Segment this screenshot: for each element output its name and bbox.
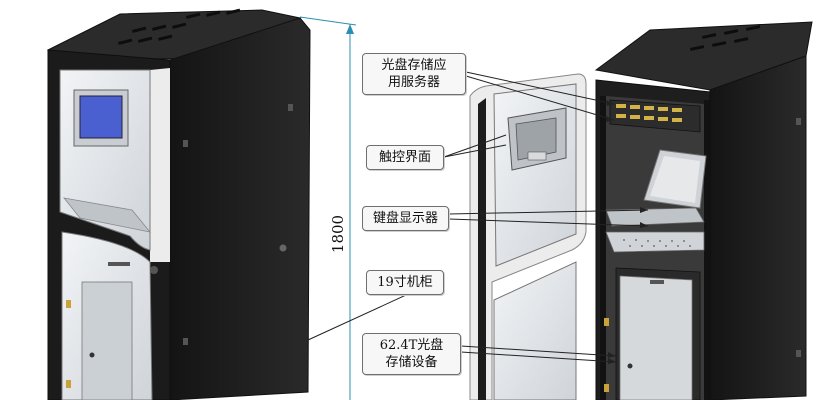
callout-server-line1: 光盘存储应 [381,58,447,73]
callout-cabinet-label: 19寸机柜 [377,275,433,290]
callout-kvm: 键盘显示器 [362,206,449,231]
left-cabinet [46,8,311,400]
callout-server-line2: 用服务器 [387,75,440,90]
open-door [469,73,587,400]
callout-storage: 62.4T光盘 存储设备 [362,333,461,375]
callout-touch-label: 触控界面 [378,150,431,165]
callout-cabinet: 19寸机柜 [366,270,444,295]
callout-touch-interface: 触控界面 [366,145,444,170]
callout-storage-line1: 62.4T光盘 [379,338,444,353]
height-dimension-label: 1800 [329,214,347,254]
height-dimension [299,16,357,400]
callout-kvm-label: 键盘显示器 [372,211,438,226]
callout-server: 光盘存储应 用服务器 [362,53,466,95]
right-cabinet [594,21,813,400]
callout-storage-line2: 存储设备 [385,355,438,370]
